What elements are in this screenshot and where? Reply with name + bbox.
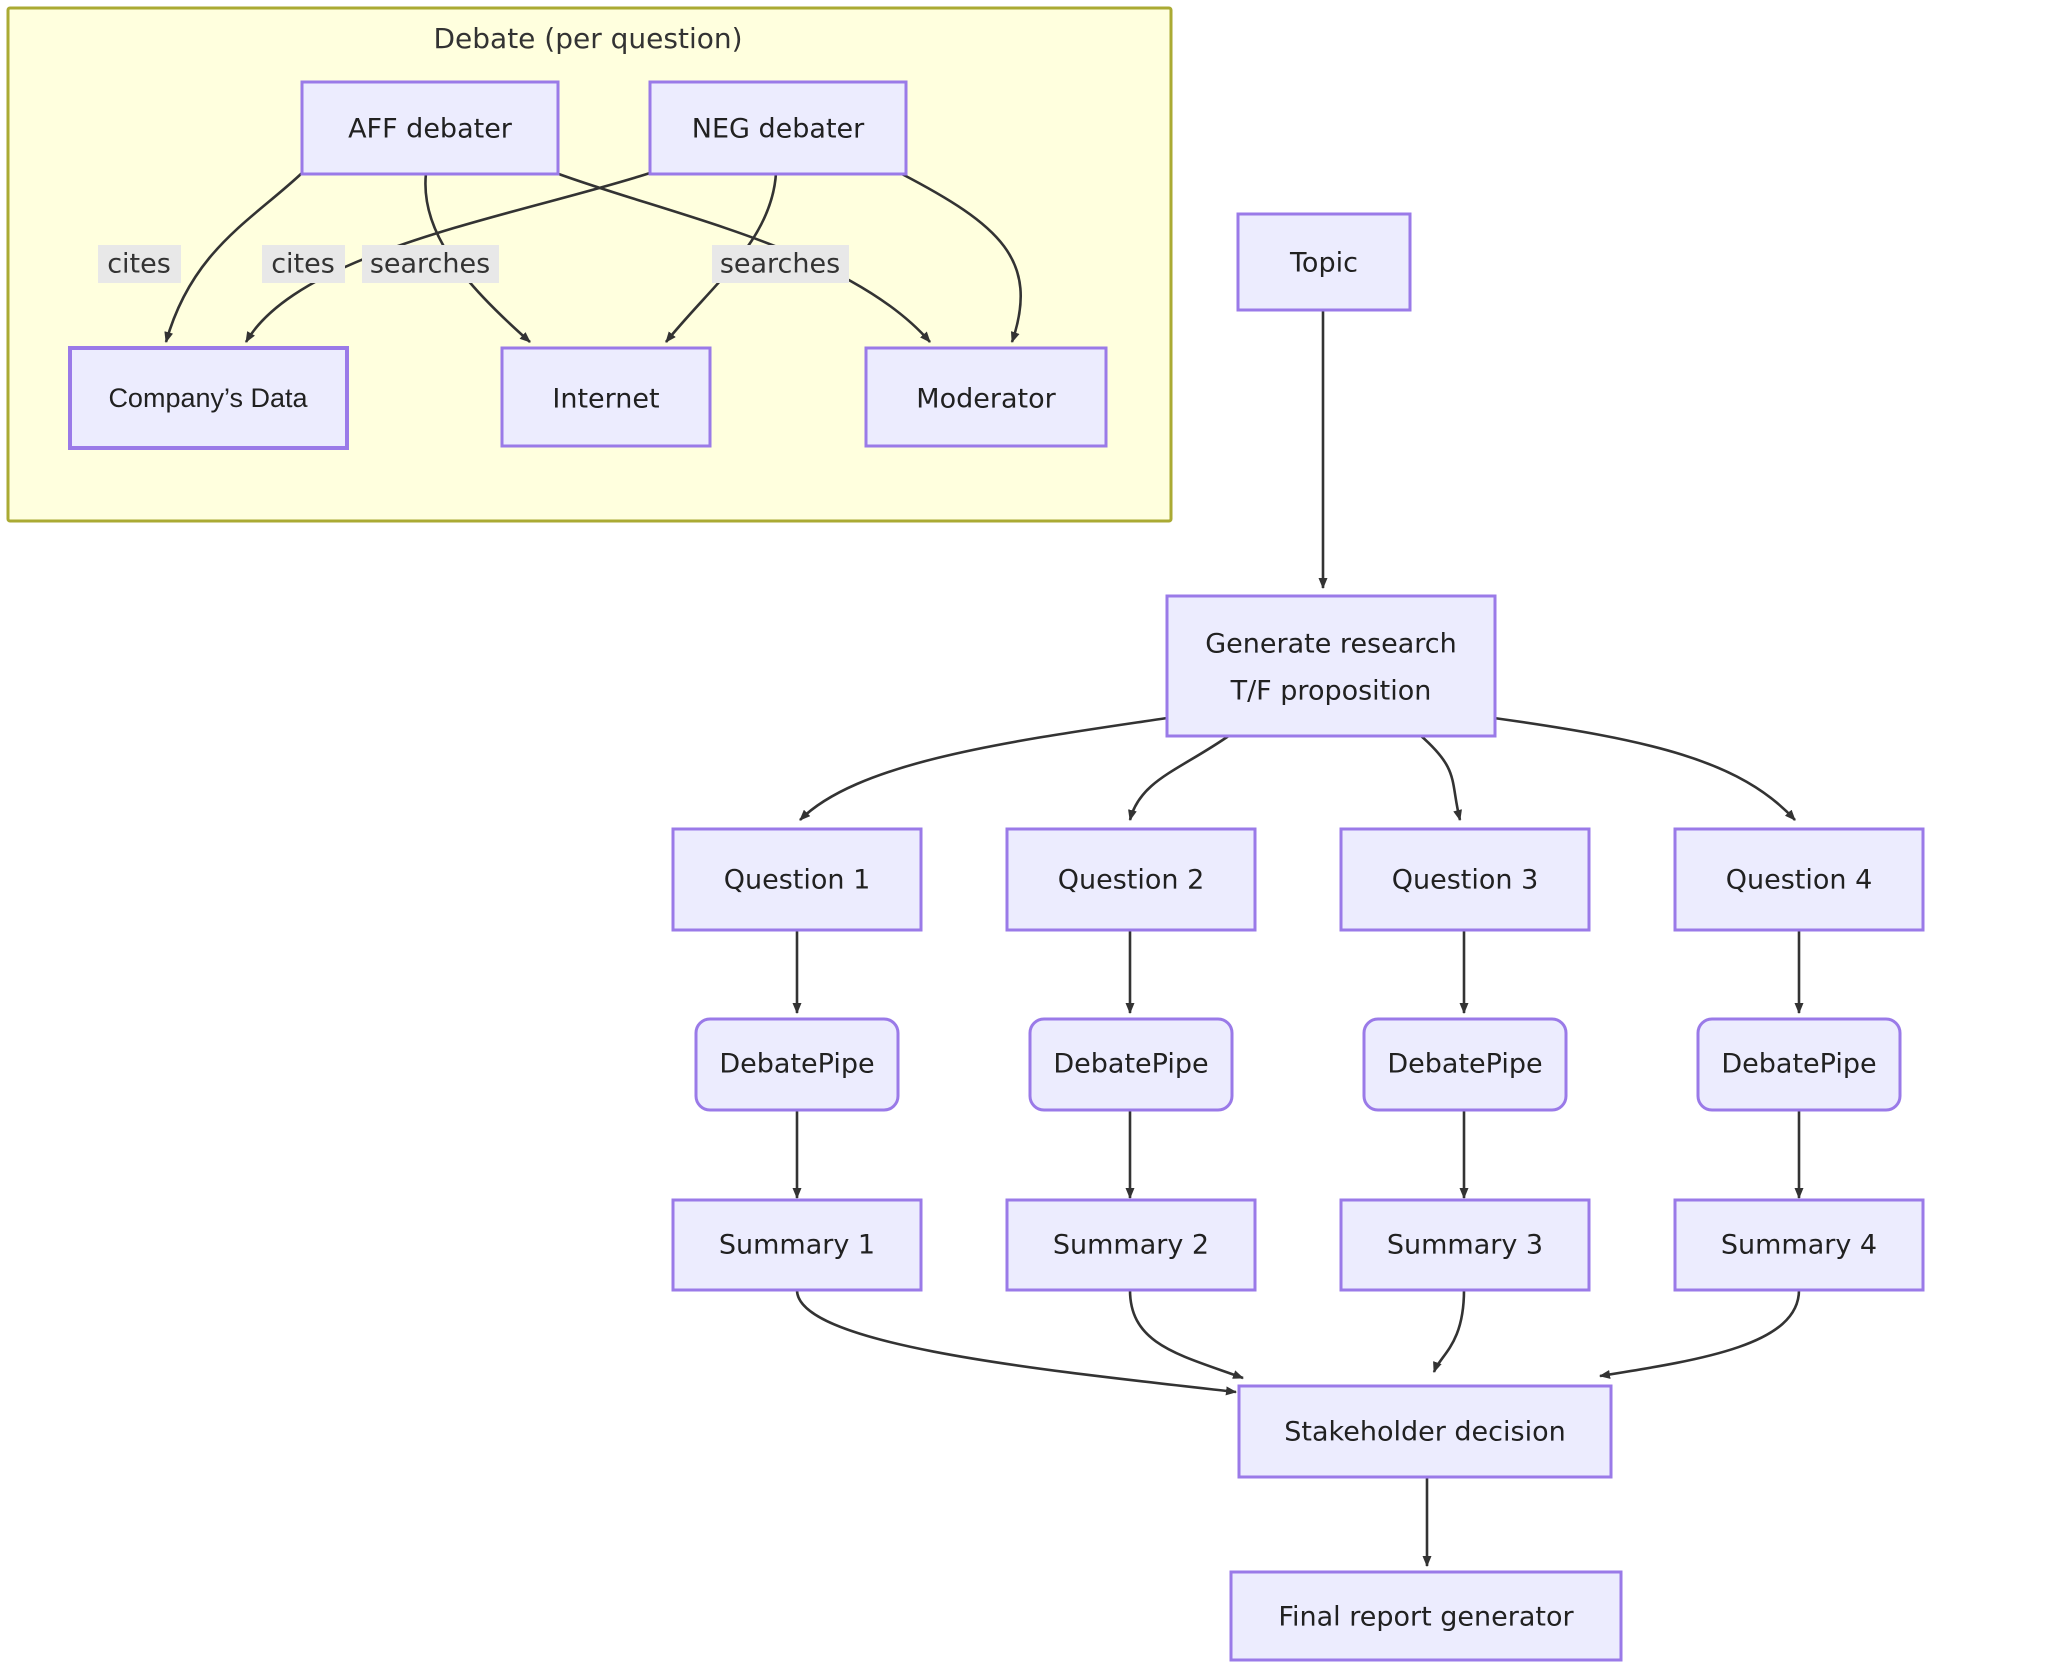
node-debatepipe-2[interactable]: DebatePipe [1028,1017,1234,1112]
edge-label-bg-cites-2 [262,245,345,283]
node-debatepipe-3-box[interactable] [1362,1017,1568,1112]
edge-generate-to-q3 [1419,734,1462,821]
node-question-3[interactable]: Question 3 [1339,827,1591,932]
node-summary-2-box[interactable] [1005,1198,1257,1292]
node-question-4[interactable]: Question 4 [1673,827,1925,932]
node-neg-debater[interactable]: NEG debater [648,80,908,176]
subgraph-edge-labels: cites cites searches searches [98,245,849,283]
node-question-4-box[interactable] [1673,827,1925,932]
node-companys-data[interactable]: Company’s Data [68,346,349,450]
edge-generate-to-q4 [1493,716,1796,821]
node-debatepipe-4-box[interactable] [1696,1017,1902,1112]
node-summary-4-box[interactable] [1673,1198,1925,1292]
node-summary-1[interactable]: Summary 1 [671,1198,923,1292]
node-summary-1-box[interactable] [671,1198,923,1292]
edge-label-bg-cites-1 [98,245,181,283]
edge-generate-to-q2 [1128,733,1231,821]
edge-label-bg-searches-1 [362,245,499,283]
edge-aff-to-moderator [555,171,931,343]
node-question-2-box[interactable] [1005,827,1257,932]
node-aff-debater[interactable]: AFF debater [300,80,560,176]
node-internet-box[interactable] [500,346,712,448]
node-question-1-box[interactable] [671,827,923,932]
node-neg-debater-box[interactable] [648,80,908,176]
edge-generate-to-q1 [799,716,1168,821]
node-question-2[interactable]: Question 2 [1005,827,1257,932]
edge-label-searches-1: searches [370,249,490,280]
edge-s3-to-stakeholder [1432,1289,1466,1373]
node-internet[interactable]: Internet [500,346,712,448]
node-question-3-box[interactable] [1339,827,1591,932]
node-stakeholder-decision[interactable]: Stakeholder decision [1237,1384,1613,1479]
node-stakeholder-decision-box[interactable] [1237,1384,1613,1479]
node-aff-debater-box[interactable] [300,80,560,176]
node-debatepipe-2-box[interactable] [1028,1017,1234,1112]
edge-label-cites-2: cites [271,249,335,280]
edge-s1-to-stakeholder [795,1289,1237,1396]
node-question-1[interactable]: Question 1 [671,827,923,932]
edge-s2-to-stakeholder [1128,1289,1244,1380]
node-topic[interactable]: Topic [1236,212,1412,312]
edge-neg-to-company [244,171,651,343]
node-generate-proposition-box[interactable] [1165,594,1497,738]
main-edges [792,310,1804,1567]
edge-label-cites-1: cites [107,249,171,280]
subgraph-debate-title: Debate (per question) [433,22,742,55]
node-summary-4[interactable]: Summary 4 [1673,1198,1925,1292]
node-moderator[interactable]: Moderator [864,346,1108,448]
node-summary-3-box[interactable] [1339,1198,1591,1292]
edge-neg-to-moderator [899,171,1022,343]
edge-s4-to-stakeholder [1599,1289,1801,1379]
node-final-report-generator-box[interactable] [1229,1570,1623,1662]
node-summary-2[interactable]: Summary 2 [1005,1198,1257,1292]
node-final-report-generator[interactable]: Final report generator [1229,1570,1623,1662]
node-debatepipe-1-box[interactable] [694,1017,900,1112]
edge-aff-to-company [164,172,303,343]
node-summary-3[interactable]: Summary 3 [1339,1198,1591,1292]
node-topic-box[interactable] [1236,212,1412,312]
node-debatepipe-1[interactable]: DebatePipe [694,1017,900,1112]
edge-label-bg-searches-2 [712,245,849,283]
node-debatepipe-3[interactable]: DebatePipe [1362,1017,1568,1112]
edge-label-searches-2: searches [720,249,840,280]
node-companys-data-box[interactable] [68,346,349,450]
node-debatepipe-4[interactable]: DebatePipe [1696,1017,1902,1112]
node-moderator-box[interactable] [864,346,1108,448]
node-generate-proposition[interactable]: Generate research T/F proposition [1165,594,1497,738]
